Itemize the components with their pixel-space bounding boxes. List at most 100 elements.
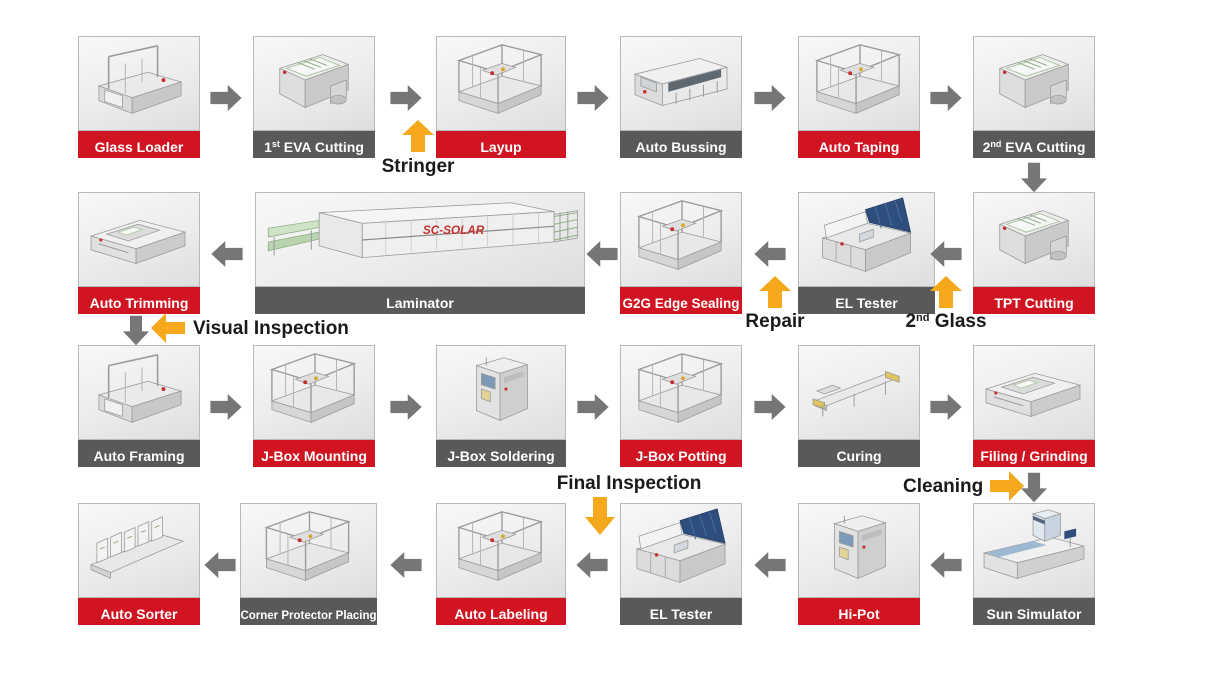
- auto-taping-machine-icon: [798, 36, 920, 131]
- hi-pot-machine-icon: [798, 503, 920, 598]
- station-label-auto-taping: Auto Taping: [798, 131, 920, 158]
- flow-arrow-right-icon: [390, 394, 422, 420]
- annotation-visual-inspection: Visual Inspection: [151, 313, 349, 343]
- up-arrow-icon: [402, 120, 434, 152]
- station-label-text: TPT Cutting: [994, 295, 1074, 311]
- station-eva-cutting-2: 2nd EVA Cutting: [973, 36, 1095, 158]
- flow-arrow-left-icon: [586, 241, 618, 267]
- station-label-auto-framing: Auto Framing: [78, 440, 200, 467]
- left-arrow-icon: [151, 313, 185, 343]
- annotation-second-glass: 2nd Glass: [899, 276, 993, 331]
- station-label-text: EVA Cutting: [279, 139, 364, 155]
- station-label-text: Auto Taping: [818, 139, 900, 155]
- station-label-eva-cutting-1: 1st EVA Cutting: [253, 131, 375, 158]
- jbox-soldering-machine-icon: [436, 345, 566, 440]
- down-arrow-icon: [585, 497, 673, 535]
- station-label-hi-pot: Hi-Pot: [798, 598, 920, 625]
- flow-arrow-down-icon: [1021, 161, 1047, 194]
- station-label-filing-grinding: Filing / Grinding: [973, 440, 1095, 467]
- flow-arrow-right-icon: [930, 394, 962, 420]
- laminator-machine-icon: SC-SOLAR: [255, 192, 585, 287]
- station-eva-cutting-1: 1st EVA Cutting: [253, 36, 375, 158]
- station-auto-labeling: Auto Labeling: [436, 503, 566, 625]
- station-curing: Curing: [798, 345, 920, 467]
- station-jbox-mounting: J-Box Mounting: [253, 345, 375, 467]
- station-label-text: Layup: [480, 139, 522, 155]
- corner-protector-machine-icon: [240, 503, 377, 598]
- annotation-label: Repair: [745, 311, 805, 332]
- filing-grinding-machine-icon: [973, 345, 1095, 440]
- station-label-auto-labeling: Auto Labeling: [436, 598, 566, 625]
- station-label-auto-sorter: Auto Sorter: [78, 598, 200, 625]
- station-filing-grinding: Filing / Grinding: [973, 345, 1095, 467]
- station-sun-simulator: Sun Simulator: [973, 503, 1095, 625]
- eva-cutting-1-machine-icon: [253, 36, 375, 131]
- flow-arrow-left-icon: [754, 552, 786, 578]
- station-label-prefix: 1: [264, 139, 272, 155]
- station-auto-framing: Auto Framing: [78, 345, 200, 467]
- station-label-tpt-cutting: TPT Cutting: [973, 287, 1095, 314]
- station-label-text: G2G Edge Sealing: [622, 296, 740, 311]
- jbox-potting-machine-icon: [620, 345, 742, 440]
- station-label-text: Auto Sorter: [100, 606, 178, 622]
- up-arrow-icon: [930, 276, 962, 308]
- jbox-mounting-machine-icon: [253, 345, 375, 440]
- station-label-text: Glass Loader: [94, 139, 184, 155]
- station-corner-protector: Corner Protector Placing: [240, 503, 377, 625]
- station-label-laminator: Laminator: [255, 287, 585, 314]
- station-label-auto-bussing: Auto Bussing: [620, 131, 742, 158]
- station-hi-pot: Hi-Pot: [798, 503, 920, 625]
- station-label-auto-trimming: Auto Trimming: [78, 287, 200, 314]
- sun-simulator-machine-icon: [973, 503, 1095, 598]
- flow-arrow-right-icon: [577, 394, 609, 420]
- up-arrow-icon: [759, 276, 791, 308]
- station-label-g2g-edge-sealing: G2G Edge Sealing: [620, 287, 742, 314]
- flow-arrow-down-icon: [1021, 471, 1047, 504]
- annotation-label: Final Inspection: [556, 473, 702, 494]
- station-label-text: EL Tester: [649, 606, 713, 622]
- station-label-glass-loader: Glass Loader: [78, 131, 200, 158]
- layup-machine-icon: [436, 36, 566, 131]
- annotation-cleaning: Cleaning: [903, 471, 1025, 501]
- station-auto-taping: Auto Taping: [798, 36, 920, 158]
- station-label-text: Filing / Grinding: [980, 448, 1088, 464]
- station-label-prefix: 2: [982, 139, 991, 155]
- station-auto-bussing: Auto Bussing: [620, 36, 742, 158]
- station-label-jbox-mounting: J-Box Mounting: [253, 440, 375, 467]
- station-label-eva-cutting-2: 2nd EVA Cutting: [973, 131, 1095, 158]
- station-auto-trimming: Auto Trimming: [78, 192, 200, 314]
- station-label-text: Auto Bussing: [635, 139, 727, 155]
- flow-arrow-left-icon: [204, 552, 236, 578]
- station-label-text: Sun Simulator: [986, 606, 1082, 622]
- flow-arrow-left-icon: [390, 552, 422, 578]
- station-label-text: Curing: [836, 448, 882, 464]
- auto-sorter-machine-icon: [78, 503, 200, 598]
- flow-arrow-left-icon: [930, 552, 962, 578]
- flow-arrow-right-icon: [390, 85, 422, 111]
- tpt-cutting-machine-icon: [973, 192, 1095, 287]
- station-jbox-soldering: J-Box Soldering: [436, 345, 566, 467]
- station-jbox-potting: J-Box Potting: [620, 345, 742, 467]
- right-arrow-icon: [990, 471, 1025, 501]
- auto-labeling-machine-icon: [436, 503, 566, 598]
- auto-framing-machine-icon: [78, 345, 200, 440]
- flow-arrow-right-icon: [930, 85, 962, 111]
- station-label-text: Corner Protector Placing: [240, 610, 377, 622]
- station-auto-sorter: Auto Sorter: [78, 503, 200, 625]
- flow-arrow-left-icon: [754, 241, 786, 267]
- station-glass-loader: Glass Loader: [78, 36, 200, 158]
- station-label-jbox-soldering: J-Box Soldering: [436, 440, 566, 467]
- station-layup: Layup: [436, 36, 566, 158]
- auto-bussing-machine-icon: [620, 36, 742, 131]
- annotation-final-inspection: Final Inspection: [553, 474, 705, 535]
- svg-text:SC-SOLAR: SC-SOLAR: [423, 224, 485, 237]
- station-el-tester-1: EL Tester: [798, 192, 935, 314]
- annotation-repair: Repair: [736, 276, 814, 331]
- el-tester-2-machine-icon: [620, 503, 742, 598]
- station-label-text: J-Box Potting: [635, 448, 727, 464]
- flow-arrow-left-icon: [211, 241, 243, 267]
- station-label-text: Hi-Pot: [838, 606, 880, 622]
- station-label-jbox-potting: J-Box Potting: [620, 440, 742, 467]
- station-label-layup: Layup: [436, 131, 566, 158]
